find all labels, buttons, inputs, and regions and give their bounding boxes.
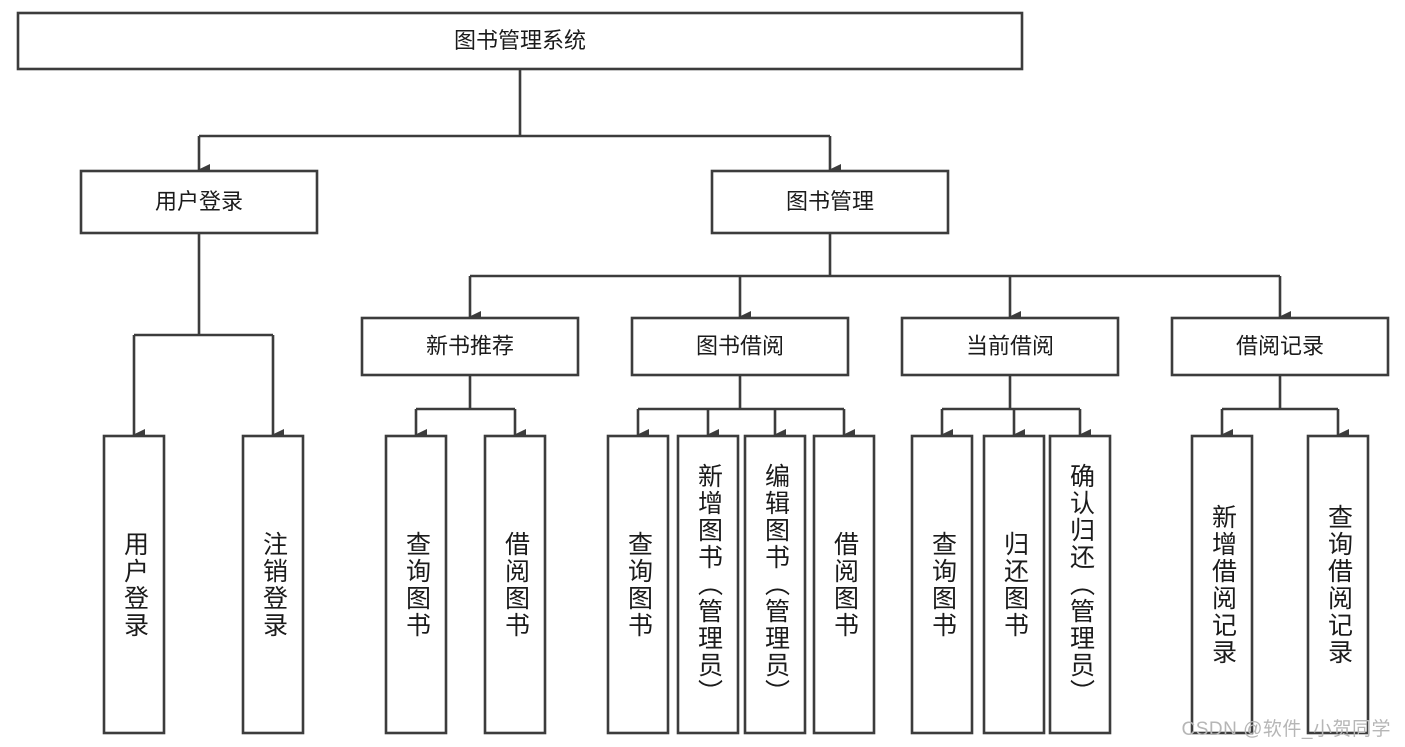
leaf-box-leaf-add-record[interactable]: [1190, 434, 1254, 735]
node-box-root[interactable]: [16, 11, 1024, 71]
node-label-book-borrow: 图书借阅: [696, 333, 784, 358]
node-box-borrow-record[interactable]: [1170, 316, 1390, 377]
leaf-box-leaf-logout[interactable]: [241, 434, 305, 735]
node-label-root: 图书管理系统: [454, 28, 586, 53]
node-label-book-manage: 图书管理: [786, 189, 874, 214]
leaf-box-leaf-edit-book[interactable]: [743, 434, 807, 735]
leaf-box-leaf-query-book[interactable]: [606, 434, 670, 735]
leaf-box-leaf-borrow-book-rec[interactable]: [483, 434, 547, 735]
leaf-box-leaf-query-book-cur[interactable]: [910, 434, 974, 735]
box-layer: [16, 11, 1390, 735]
leaf-box-leaf-return-book[interactable]: [982, 434, 1046, 735]
node-box-book-borrow[interactable]: [630, 316, 850, 377]
node-label-user-login: 用户登录: [155, 189, 243, 214]
leaf-box-leaf-add-book[interactable]: [676, 434, 740, 735]
node-box-book-manage[interactable]: [710, 169, 950, 235]
node-label-borrow-record: 借阅记录: [1236, 333, 1324, 358]
watermark-text: CSDN @软件_小贺同学: [1181, 719, 1391, 740]
node-box-new-book-rec[interactable]: [360, 316, 580, 377]
edge-layer: [132, 69, 1349, 441]
node-box-user-login[interactable]: [79, 169, 319, 235]
leaf-box-leaf-confirm-return[interactable]: [1048, 434, 1112, 735]
leaf-box-leaf-query-record[interactable]: [1306, 434, 1370, 735]
node-label-new-book-rec: 新书推荐: [426, 333, 514, 358]
leaf-box-leaf-query-book-rec[interactable]: [384, 434, 448, 735]
leaf-box-leaf-user-login[interactable]: [102, 434, 166, 735]
leaf-box-leaf-borrow-book[interactable]: [812, 434, 876, 735]
node-box-current-borrow[interactable]: [900, 316, 1120, 377]
node-label-current-borrow: 当前借阅: [966, 333, 1054, 358]
